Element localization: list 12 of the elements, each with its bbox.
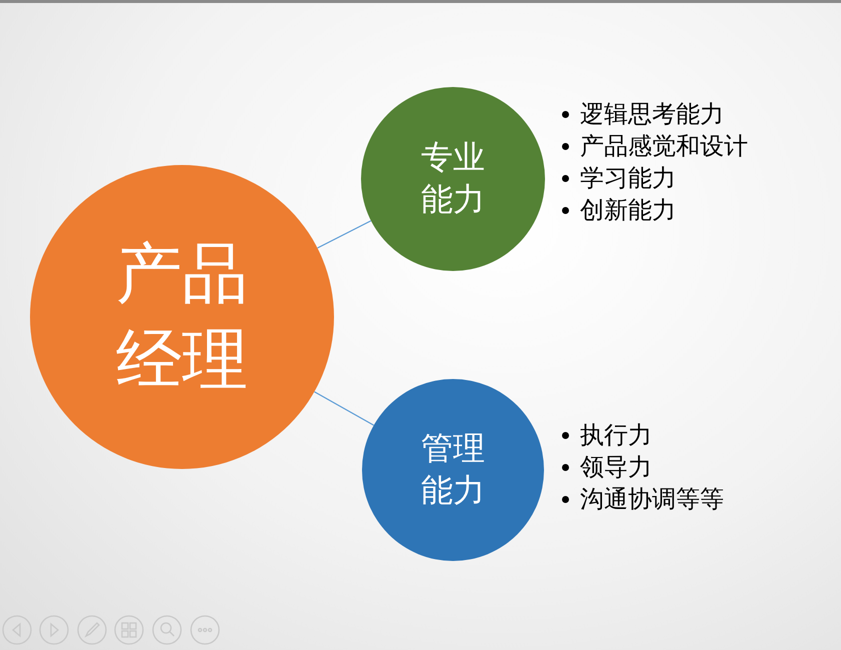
bullet-item: 学习能力 xyxy=(580,163,676,194)
node-title: 专业能力 xyxy=(421,137,485,220)
bullet-item: 沟通协调等等 xyxy=(580,484,724,515)
bullet-item: 执行力 xyxy=(580,420,652,451)
connector-line xyxy=(314,391,374,426)
bullet-item: 领导力 xyxy=(580,452,652,483)
node-title: 产品经理 xyxy=(116,234,248,400)
node-title: 管理能力 xyxy=(421,428,485,511)
bullet-item: 产品感觉和设计 xyxy=(580,131,748,162)
bullet-item: 逻辑思考能力 xyxy=(580,99,724,130)
connector-line xyxy=(317,220,372,249)
bullet-item: 创新能力 xyxy=(580,195,676,226)
